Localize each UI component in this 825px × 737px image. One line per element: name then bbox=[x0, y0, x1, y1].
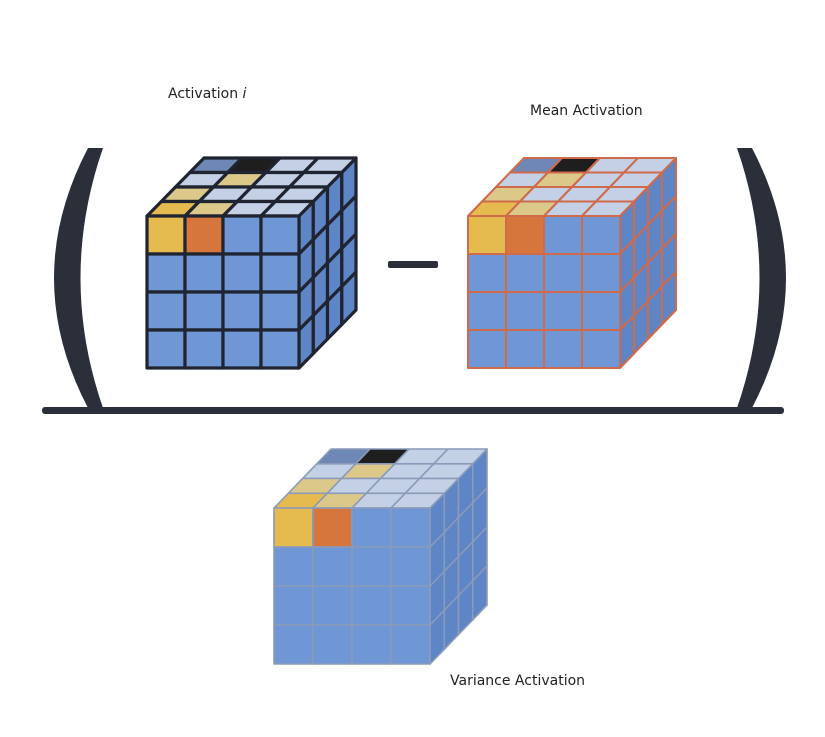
front-cell bbox=[183, 290, 225, 332]
fraction-bar bbox=[42, 407, 784, 414]
front-cell bbox=[273, 546, 314, 587]
front-cell bbox=[273, 585, 314, 626]
activation-label: Activation i bbox=[168, 86, 246, 102]
left-parenthesis bbox=[54, 148, 103, 408]
front-cell bbox=[183, 328, 225, 370]
front-cell bbox=[351, 546, 392, 587]
front-cell bbox=[351, 585, 392, 626]
front-cell bbox=[273, 507, 314, 548]
variance-activation-cube bbox=[273, 448, 488, 665]
front-cell bbox=[390, 507, 431, 548]
mean-activation-cube bbox=[467, 157, 677, 369]
activation-cube bbox=[145, 156, 358, 370]
front-cell bbox=[183, 214, 225, 256]
front-cell bbox=[221, 328, 263, 370]
activation-label-text: Activation bbox=[168, 86, 243, 102]
front-cell bbox=[581, 291, 621, 331]
front-cell bbox=[390, 546, 431, 587]
front-cell bbox=[467, 329, 507, 369]
side-cell bbox=[340, 270, 358, 327]
front-cell bbox=[543, 291, 583, 331]
front-cell bbox=[259, 252, 301, 294]
front-cell bbox=[543, 329, 583, 369]
front-cell bbox=[145, 328, 187, 370]
front-cell bbox=[312, 624, 353, 665]
side-cell bbox=[661, 271, 677, 326]
mean-activation-label: Mean Activation bbox=[530, 103, 643, 119]
front-cell bbox=[312, 507, 353, 548]
front-cell bbox=[505, 253, 545, 293]
minus-sign bbox=[388, 261, 438, 268]
front-cell bbox=[581, 253, 621, 293]
front-cell bbox=[145, 290, 187, 332]
front-cell bbox=[543, 253, 583, 293]
front-cell bbox=[467, 253, 507, 293]
front-cell bbox=[390, 624, 431, 665]
front-cell bbox=[581, 329, 621, 369]
front-cell bbox=[467, 215, 507, 255]
front-cell bbox=[312, 585, 353, 626]
right-parenthesis bbox=[737, 148, 786, 408]
front-cell bbox=[505, 291, 545, 331]
front-cell bbox=[351, 507, 392, 548]
front-cell bbox=[505, 329, 545, 369]
front-cell bbox=[145, 252, 187, 294]
front-cell bbox=[259, 290, 301, 332]
front-cell bbox=[221, 290, 263, 332]
front-cell bbox=[183, 252, 225, 294]
front-cell bbox=[312, 546, 353, 587]
front-cell bbox=[467, 291, 507, 331]
front-cell bbox=[259, 214, 301, 256]
front-cell bbox=[390, 585, 431, 626]
front-cell bbox=[505, 215, 545, 255]
front-cell bbox=[145, 214, 187, 256]
front-cell bbox=[259, 328, 301, 370]
front-cell bbox=[543, 215, 583, 255]
front-cell bbox=[581, 215, 621, 255]
front-cell bbox=[273, 624, 314, 665]
front-cell bbox=[221, 252, 263, 294]
activation-index: i bbox=[242, 86, 247, 102]
variance-activation-label: Variance Activation bbox=[450, 673, 586, 689]
side-cell bbox=[471, 565, 488, 621]
front-cell bbox=[221, 214, 263, 256]
front-cell bbox=[351, 624, 392, 665]
